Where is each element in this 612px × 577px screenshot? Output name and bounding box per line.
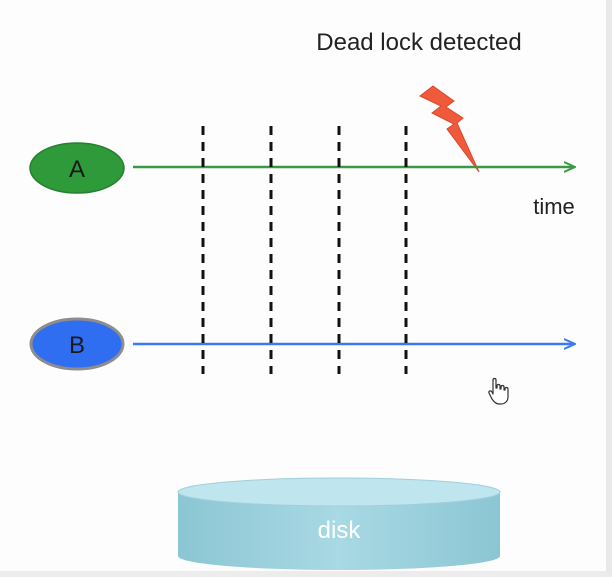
lightning-bolt-icon <box>419 85 480 173</box>
disk-cylinder: disk <box>177 477 501 570</box>
process-a-label: A <box>69 156 85 183</box>
hand-pointer-icon <box>488 377 509 405</box>
process-b-node: B <box>29 317 125 371</box>
checkpoint-lines <box>201 126 408 374</box>
time-axis-label: time <box>533 194 575 219</box>
process-b-label: B <box>69 332 85 359</box>
deadlock-title: Dead lock detected <box>316 29 521 56</box>
disk-label: disk <box>318 517 362 544</box>
process-a-node: A <box>29 142 125 194</box>
